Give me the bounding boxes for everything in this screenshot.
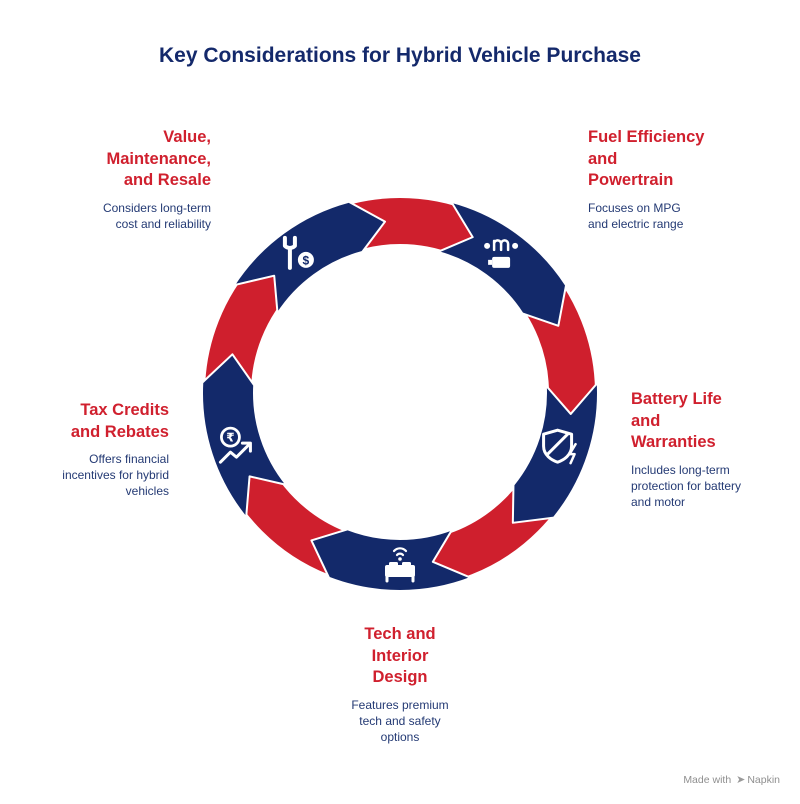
item-heading: Tech and Interior Design [364, 625, 436, 686]
cycle-segment [310, 528, 472, 592]
item-description: Features premium tech and safety options [351, 697, 449, 744]
item-heading: Battery Life and Warranties [631, 390, 722, 451]
item-description: Includes long-term protection for batter… [631, 462, 742, 509]
page-title: Key Considerations for Hybrid Vehicle Pu… [159, 44, 641, 67]
shield-bolt-icon [542, 428, 577, 465]
fuel-gauge-icon [484, 239, 519, 268]
item-tech-interior: Tech and Interior Design Features premiu… [298, 624, 502, 745]
item-description: Focuses on MPG and electric range [588, 200, 684, 231]
item-heading: Fuel Efficiency and Powertrain [588, 128, 705, 189]
footer-credit: Made with ➤Napkin [683, 774, 780, 786]
item-fuel-efficiency: Fuel Efficiency and Powertrain Focuses o… [588, 127, 788, 232]
item-description: Offers financial incentives for hybrid v… [62, 452, 169, 498]
item-tax-credits: Tax Credits and Rebates Offers financial… [0, 400, 169, 499]
svg-text:₹: ₹ [226, 431, 234, 445]
wrench-dollar-icon: $ [282, 235, 314, 270]
napkin-logo-icon: ➤ [736, 774, 746, 786]
cycle-segment [511, 381, 599, 524]
item-description: Considers long-term cost and reliability [102, 200, 211, 231]
item-battery-life: Battery Life and Warranties Includes lon… [631, 389, 791, 510]
car-seat-wifi-icon [385, 547, 415, 583]
cycle-segment [201, 353, 288, 519]
svg-text:$: $ [303, 253, 310, 267]
rupee-growth-icon: ₹ [218, 426, 252, 464]
item-value-maintenance: Value, Maintenance, and Resale Considers… [11, 127, 211, 232]
item-heading: Value, Maintenance, and Resale [106, 128, 211, 189]
item-heading: Tax Credits and Rebates [70, 401, 169, 441]
